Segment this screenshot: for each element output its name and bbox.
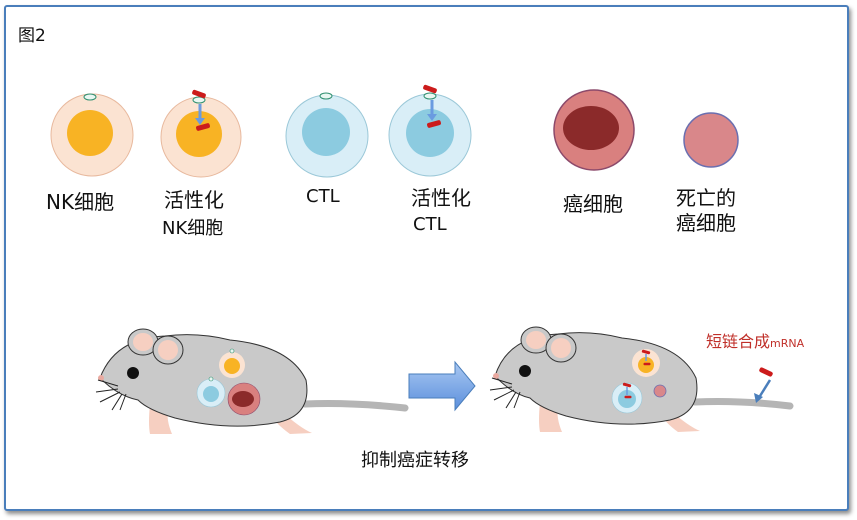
activated-nk-label-1: 活性化 (164, 188, 224, 212)
mrna-strand-icon (758, 366, 774, 378)
nk-cell-label: NK细胞 (46, 190, 115, 214)
mouse-right (489, 326, 794, 432)
cancer-cell (553, 89, 635, 171)
dead-cancer-label-2: 癌细胞 (676, 211, 736, 235)
activated-ctl-label-2: CTL (413, 214, 447, 235)
activated-nk-label-2: NK细胞 (162, 218, 224, 239)
figure-label: 图2 (18, 26, 46, 46)
activated-ctl-cell (388, 84, 472, 177)
ctl-label: CTL (306, 186, 340, 207)
activated-ctl-label-1: 活性化 (411, 186, 471, 210)
dead-cancer-cell (683, 112, 739, 168)
mouse-left (95, 328, 409, 434)
synthetic-label-text: 短链合成 (706, 332, 771, 351)
cancer-cell-label: 癌细胞 (563, 192, 623, 216)
dead-cancer-label-1: 死亡的 (676, 186, 736, 210)
ctl-cell (285, 92, 369, 178)
result-label: 抑制癌症转移 (361, 450, 469, 471)
transition-arrow (408, 360, 476, 412)
activated-nk-cell (160, 89, 242, 178)
synthetic-label-suffix: mRNA (770, 337, 805, 350)
synthetic-mrna-label: 短链合成mRNA (706, 332, 804, 351)
nk-cell (50, 93, 134, 177)
